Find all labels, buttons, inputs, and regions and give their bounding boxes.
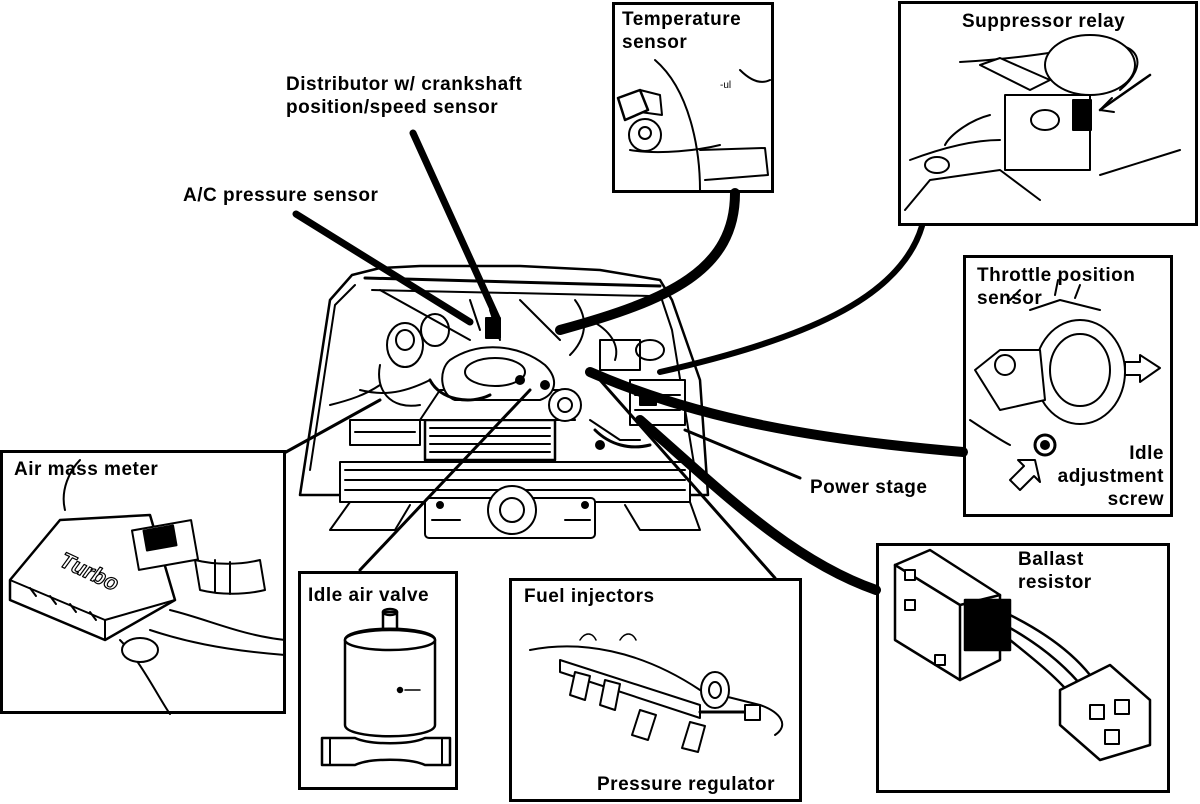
air-mass-meter-art: Turbo (8, 459, 286, 715)
engine-bay-illustration (298, 264, 710, 539)
ballast-resistor-art (893, 548, 1152, 762)
throttle-position-sensor-label: Throttle position sensor (977, 265, 1136, 309)
throttle-position-sensor-art (969, 279, 1161, 491)
fuel-injectors-art (529, 633, 784, 753)
idle-air-valve-label: Idle air valve (308, 585, 430, 606)
temperature-sensor-label: Temperature sensor (622, 9, 742, 53)
air-mass-meter-label: Air mass meter (14, 459, 159, 480)
ac-pressure-sensor-label: A/C pressure sensor (183, 185, 379, 206)
ballast-resistor-label: Ballast resistor (1018, 549, 1092, 593)
idle-adjustment-screw-label: Idle adjustment screw (1057, 443, 1164, 510)
temperature-sensor-art: -ul (616, 59, 771, 191)
pressure-regulator-label: Pressure regulator (597, 774, 775, 795)
suppressor-relay-art (904, 34, 1181, 211)
suppressor-relay-label: Suppressor relay (962, 11, 1126, 32)
idle-air-valve-art (320, 607, 452, 767)
power-stage-label: Power stage (810, 477, 928, 498)
distributor-label: Distributor w/ crankshaft position/speed… (286, 74, 523, 118)
svg-text:-ul: -ul (720, 80, 731, 91)
leader-lines (284, 129, 968, 595)
fuel-injectors-label: Fuel injectors (524, 586, 655, 607)
